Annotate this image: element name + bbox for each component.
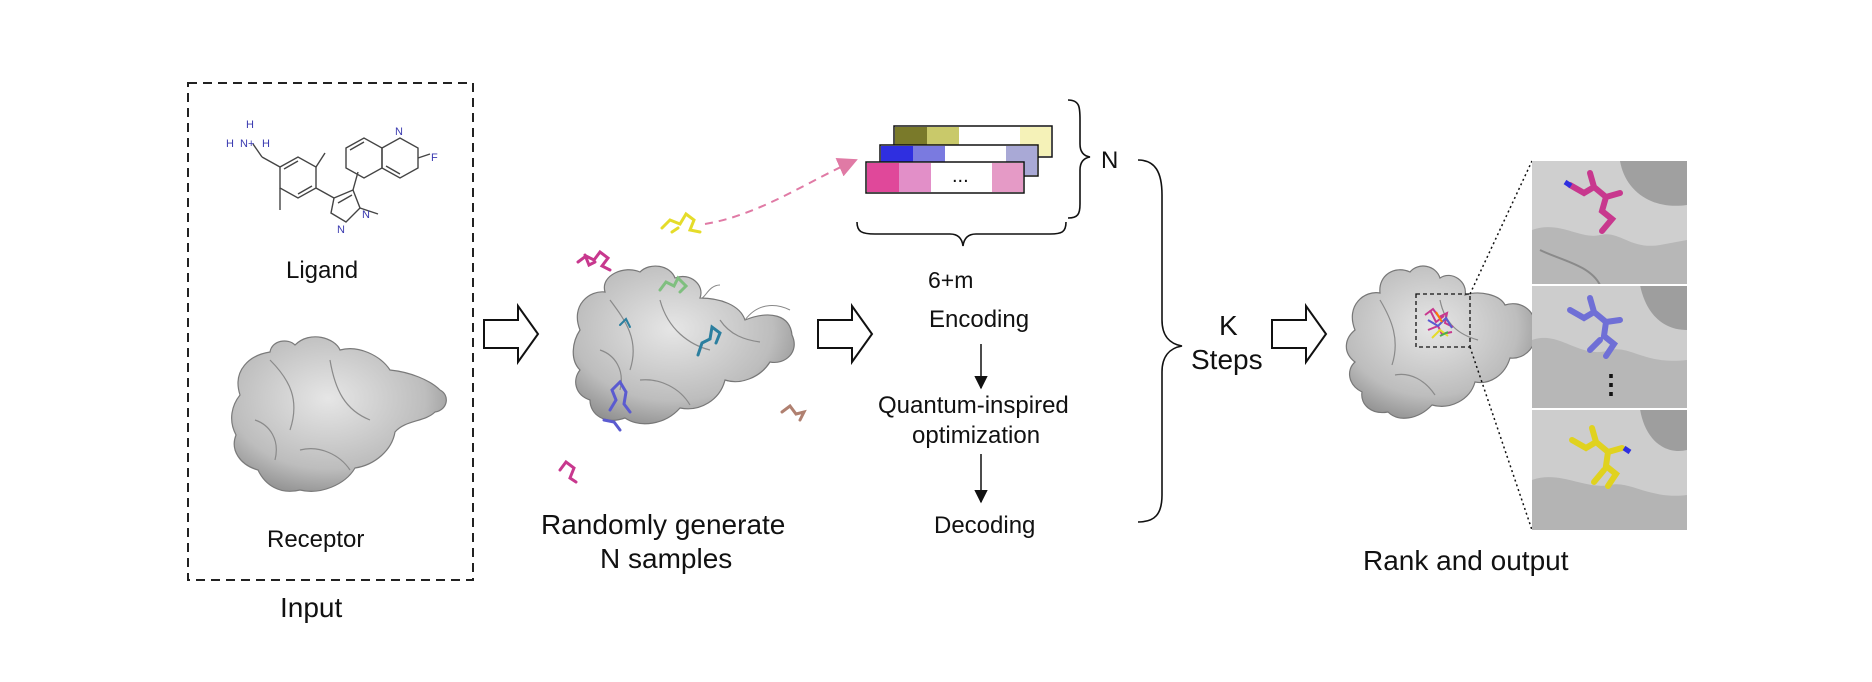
- strip-ellipsis: ...: [952, 165, 969, 187]
- input-dashed-frame: [187, 82, 474, 581]
- receptor-label: Receptor: [267, 526, 365, 553]
- svg-text:N: N: [362, 209, 370, 221]
- zoom-line-top: [1469, 160, 1533, 295]
- svg-text:H: H: [262, 138, 270, 150]
- sampling-caption-line2: N samples: [600, 543, 733, 574]
- sampling-protein: [572, 265, 795, 425]
- zoom-line-bottom: [1469, 346, 1533, 531]
- svg-text:N: N: [337, 224, 345, 236]
- panel-vertical-ellipsis: ⋮: [1598, 369, 1624, 399]
- output-caption: Rank and output: [1363, 545, 1569, 576]
- ligand-structure: [252, 137, 431, 223]
- input-caption: Input: [280, 592, 343, 623]
- k-label: K: [1219, 310, 1238, 341]
- svg-text:N: N: [395, 126, 403, 138]
- dashed-arrow-to-encoding: [704, 158, 858, 225]
- n-label: N: [1101, 147, 1119, 174]
- ligand-atom-labels: H H N+ H N F N N: [226, 119, 438, 236]
- receptor-surface: [231, 336, 447, 492]
- ligand-label: Ligand: [286, 257, 359, 284]
- k-steps-brace: [1137, 159, 1183, 523]
- encoding-strip-front: [865, 161, 1025, 194]
- steps-label: Steps: [1191, 344, 1263, 375]
- zoom-box: [1415, 293, 1471, 348]
- arrow-sampling-to-encoding: [817, 302, 874, 366]
- output-panel-2: [1532, 285, 1687, 409]
- svg-text:N+: N+: [240, 138, 254, 150]
- svg-text:H: H: [246, 119, 254, 131]
- step-decoding: Decoding: [934, 512, 1036, 539]
- svg-text:F: F: [431, 152, 438, 164]
- dim-brace: [856, 221, 1067, 247]
- yellow-sample-ligand: [660, 211, 702, 234]
- sample-ligands: [558, 249, 807, 484]
- sampling-caption-line1: Randomly generate: [541, 509, 786, 540]
- output-protein: [1345, 265, 1537, 419]
- arrow-loop-to-output: [1271, 302, 1328, 366]
- step-optimization-line2: optimization: [912, 422, 1041, 449]
- n-brace: [1067, 99, 1091, 219]
- output-panel-1: [1532, 161, 1687, 285]
- step-optimization-line1: Quantum-inspired: [878, 392, 1069, 419]
- arrow-input-to-sampling: [483, 302, 540, 366]
- svg-text:H: H: [226, 138, 234, 150]
- step-encoding: Encoding: [929, 306, 1030, 333]
- dim-label: 6+m: [928, 267, 974, 293]
- output-panel-3: [1532, 409, 1687, 530]
